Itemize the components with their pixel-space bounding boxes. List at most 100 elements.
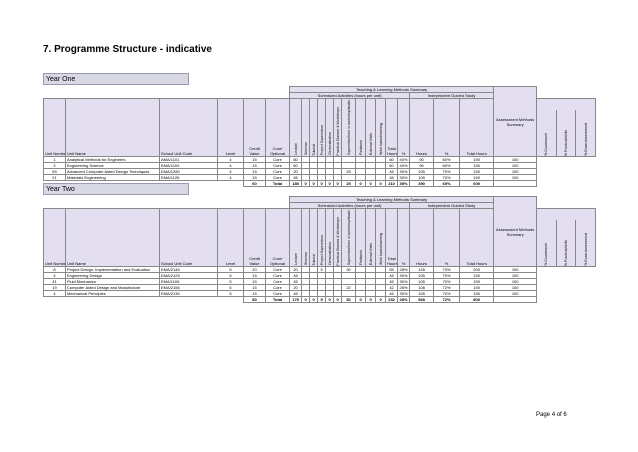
cell-17: 28% (397, 266, 411, 274)
assessment-header: Assessment Methods Summary (493, 195, 538, 268)
col-activity-0: Lecture (289, 97, 303, 158)
col-activity-9-text: Work based learning (378, 233, 383, 266)
col-core: Core/ Optional (264, 97, 291, 158)
year-one-label: Year One (43, 73, 189, 85)
col-pct2: % (433, 97, 461, 158)
total-cell-1 (66, 297, 160, 303)
col-activity-6-text: Supervised time in workshop/studio (346, 210, 351, 266)
total-cell-16: 210 (385, 180, 399, 188)
col-activity-0: Lecture (289, 207, 303, 268)
col-assess-2-text: % Exam/assessment (583, 123, 588, 157)
col-activity-9-text: Work based learning (378, 123, 383, 156)
col-assess-0: % Coursework (538, 110, 556, 157)
cell-17: 40% (397, 162, 411, 170)
col-pct: % (397, 97, 411, 158)
col-activity-0-text: Lecture (293, 143, 298, 156)
assessment-header: Assessment Methods Summary (493, 85, 538, 158)
col-activity-7-text: Fieldwork (358, 140, 363, 156)
year-two-label: Year Two (43, 183, 189, 195)
cell-1: Project Design, Implementation and Evalu… (65, 266, 160, 274)
total-cell-10: 0 (325, 296, 335, 304)
col-activity-4: Demonstration (325, 207, 335, 268)
col-activity-1-text: Seminar (303, 252, 308, 266)
col-total-hours: Total Hours (385, 207, 399, 268)
col-unit-name: Unit Name (65, 97, 160, 158)
section-heading: 7. Programme Structure - indicative (43, 44, 212, 55)
col-assess-1-text: % Practical/skills (564, 240, 569, 267)
col-activity-1: Seminar (301, 207, 311, 268)
total-cell-9: 5 (317, 296, 327, 304)
total-cell-9: 0 (317, 180, 327, 188)
col-activity-8-text: External Visits (368, 132, 373, 156)
col-activity-4-text: Demonstration (327, 242, 332, 266)
total-cell-15: 0 (375, 296, 387, 304)
col-school-code: School Unit Code (159, 207, 218, 268)
col-activity-3: Project Supervision (317, 97, 327, 158)
col-school-code: School Unit Code (159, 97, 218, 158)
total-cell-14: 0 (365, 180, 377, 188)
col-hours: Hours (409, 207, 435, 268)
total-cell-12: 52 (341, 296, 357, 304)
col-assessment-group: % Coursework % Practical/skills % Exam/ass… (536, 207, 596, 268)
total-cell-17: 35% (397, 180, 411, 188)
total-cell-11: 0 (333, 180, 343, 188)
total-cell-3 (218, 181, 244, 187)
col-activity-1-text: Seminar (303, 142, 308, 156)
col-activity-5: Practical Classes & Workshops (333, 97, 343, 158)
total-cell-13: 0 (355, 180, 367, 188)
col-assess-2: % Exam/assessment (575, 110, 594, 157)
col-activity-7: Fieldwork (355, 97, 367, 158)
col-activity-1: Seminar (301, 97, 311, 158)
total-cell-11: 0 (333, 296, 343, 304)
col-assess-0: % Coursework (538, 220, 556, 267)
col-activity-3: Project Supervision (317, 207, 327, 268)
total-cell-21 (493, 180, 538, 188)
total-cell-20: 800 (459, 296, 495, 304)
col-activity-3-text: Project Supervision (319, 124, 324, 156)
total-cell-13: 0 (355, 296, 367, 304)
col-activity-9: Work based learning (375, 97, 387, 158)
total-cell-10: 0 (325, 180, 335, 188)
cell-17: 30% (397, 278, 411, 286)
col-assess-2: % Exam/assessment (575, 220, 594, 266)
col-core: Core/ Optional (264, 207, 291, 268)
col-activity-7: Fieldwork (355, 207, 367, 268)
col-level: Level (217, 97, 244, 158)
col-activity-7-text: Fieldwork (358, 250, 363, 266)
cell-17: 30% (397, 174, 411, 182)
total-cell-15: 0 (375, 180, 387, 188)
col-assess-0-text: % Coursework (544, 243, 549, 267)
col-activity-6: Supervised time in workshop/studio (341, 97, 357, 158)
total-cell-4: 60 (243, 180, 266, 188)
total-cell-19: 65% (433, 180, 461, 188)
col-activity-0-text: Lecture (293, 253, 298, 266)
cell-17: 30% (397, 272, 411, 280)
total-cell-20: 600 (459, 180, 495, 188)
total-cell-3 (218, 297, 244, 303)
col-unit-number: Unit Number (43, 207, 66, 268)
total-cell-7: 0 (301, 180, 311, 188)
total-cell-16: 232 (385, 296, 399, 304)
col-assess-0-text: % Coursework (544, 133, 549, 157)
col-total-hours: Total Hours (385, 97, 399, 158)
col-activity-5-text: Practical Classes & Workshops (335, 106, 340, 156)
cell-17: 30% (397, 290, 411, 298)
col-credit: Credit Value (243, 97, 266, 158)
total-cell-18: 390 (409, 180, 435, 188)
total-cell-4: 80 (243, 296, 266, 304)
total-cell-8: 0 (309, 296, 319, 304)
col-activity-2: Tutorial (309, 207, 319, 268)
cell-17: 40% (397, 156, 411, 164)
col-pct: % (397, 207, 411, 268)
col-activity-8: External Visits (365, 207, 377, 268)
col-activity-8: External Visits (365, 97, 377, 158)
col-unit-number: Unit Number (43, 97, 66, 158)
col-credit: Credit Value (243, 207, 266, 268)
total-cell-17: 28% (397, 296, 411, 304)
total-cell-19: 72% (433, 296, 461, 304)
col-activity-3-text: Project Supervision (319, 234, 324, 266)
